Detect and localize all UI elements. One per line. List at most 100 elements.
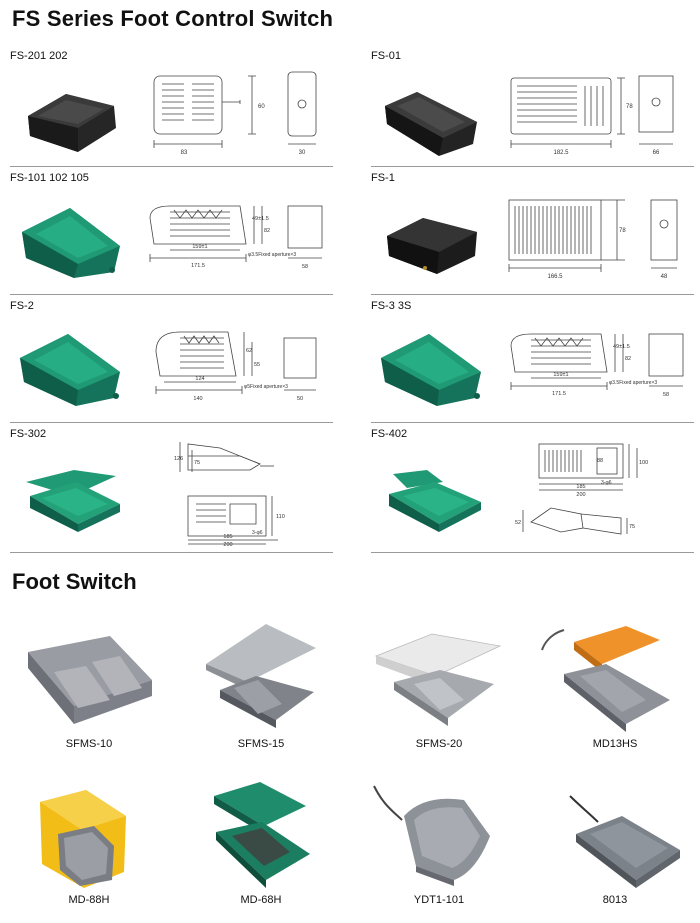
fs-item-label: FS-01 xyxy=(371,50,401,62)
section-title-foot-switch: Foot Switch xyxy=(12,569,137,594)
foot-switch-md-88h: MD-88H xyxy=(14,776,164,911)
dim-depth: 66 xyxy=(653,150,660,156)
fs-item-3: FS-101 102 105 159±1 171.5 49±1.5 82 φ3.… xyxy=(10,172,330,290)
divider xyxy=(10,552,333,553)
dim-depth: 50 xyxy=(297,396,303,402)
divider xyxy=(10,422,333,423)
product-photo-fs-402 xyxy=(389,470,481,532)
dim-hole: φ3.5Fixed aperture×3 xyxy=(609,380,657,386)
foot-switch-8013: 8013 xyxy=(540,776,690,911)
technical-drawing-fs-01: 182.5 78 66 xyxy=(510,75,674,156)
product-photo-fs-2 xyxy=(20,334,120,406)
foot-switch-name: 8013 xyxy=(602,894,628,906)
foot-switch-name: MD-88H xyxy=(68,894,110,906)
dim-width-1: 159±1 xyxy=(192,244,207,250)
technical-drawing-fs-1: 166.5 78 48 xyxy=(508,199,678,280)
dim-hole: φ5Fixed aperture×3 xyxy=(244,384,288,390)
dim-height-4: 75 xyxy=(629,524,635,530)
foot-switch-name: SFMS-10 xyxy=(65,738,113,750)
fs-item-label: FS-2 xyxy=(10,300,34,312)
fs-item-label: FS-3 3S xyxy=(371,300,412,312)
foot-switch-sfms-15: SFMS-15 xyxy=(186,620,336,755)
foot-switch-photo xyxy=(373,785,490,886)
dim-height-3: 110 xyxy=(276,514,285,520)
dim-hole: φ3.5Fixed aperture×3 xyxy=(248,252,296,258)
fs-item-7: FS-302 126 75 185 200 110 3-φ6 xyxy=(10,428,330,550)
dim-height-2: 75 xyxy=(194,460,200,466)
dim-height-2: 82 xyxy=(625,356,631,362)
dim-width-1: 159±1 xyxy=(553,372,568,378)
foot-switch-photo xyxy=(214,782,310,888)
dim-height-2: 82 xyxy=(264,228,270,234)
foot-switch-md13hs: MD13HS xyxy=(540,620,690,755)
dim-width: 182.5 xyxy=(553,150,569,156)
technical-drawing-fs-2: 124 140 62 55 φ5Fixed aperture×3 50 xyxy=(155,331,317,402)
product-photo-fs-201 xyxy=(28,94,116,152)
dim-height-1: 62 xyxy=(246,348,252,354)
dim-width-2: 200 xyxy=(223,542,232,546)
foot-switch-sfms-20: SFMS-20 xyxy=(364,620,514,755)
fs-item-4: FS-1 166.5 78 48 xyxy=(371,172,691,290)
dim-hole: 3-φ6 xyxy=(601,480,612,486)
product-photo-fs-1 xyxy=(387,218,477,274)
fs-item-5: FS-2 124 140 62 55 φ5Fixed aperture×3 50 xyxy=(10,300,330,418)
foot-switch-photo xyxy=(374,633,502,726)
foot-switch-photo xyxy=(206,624,316,728)
dim-depth: 30 xyxy=(299,150,306,156)
dim-height-3: 52 xyxy=(515,520,521,526)
product-photo-fs-3 xyxy=(381,334,481,406)
dim-height: 78 xyxy=(619,228,626,234)
dim-width-2: 171.5 xyxy=(552,391,566,397)
dim-height-2: 88 xyxy=(597,458,603,464)
foot-switch-name: YDT1-101 xyxy=(413,894,465,906)
section-title-fs-series: FS Series Foot Control Switch xyxy=(12,6,334,31)
divider xyxy=(371,166,694,167)
dim-width-1: 185 xyxy=(223,534,232,540)
fs-item-label: FS-201 202 xyxy=(10,50,68,62)
divider xyxy=(10,166,333,167)
dim-width-1: 185 xyxy=(576,484,585,490)
fs-item-label: FS-302 xyxy=(10,428,47,440)
technical-drawing-fs-201: 83 60 30 xyxy=(153,71,317,156)
fs-item-label: FS-402 xyxy=(371,428,408,440)
foot-switch-name: MD13HS xyxy=(592,738,638,750)
foot-switch-photo xyxy=(28,636,152,724)
fs-item-label: FS-1 xyxy=(371,172,395,184)
dim-height: 78 xyxy=(626,104,633,110)
dim-width-2: 200 xyxy=(576,492,585,498)
technical-drawing-fs-402: 88 100 185 200 3-φ6 52 75 xyxy=(515,443,648,535)
divider xyxy=(371,294,694,295)
divider xyxy=(371,552,694,553)
dim-width: 166.5 xyxy=(547,274,563,280)
foot-switch-photo xyxy=(541,626,670,732)
dim-height-1: 126 xyxy=(174,456,183,462)
fs-item-2: FS-01 182.5 78 66 xyxy=(371,50,691,168)
foot-switch-name: SFMS-20 xyxy=(415,738,463,750)
foot-switch-sfms-10: SFMS-10 xyxy=(14,620,164,755)
dim-height-2: 55 xyxy=(254,362,260,368)
foot-switch-photo xyxy=(40,790,126,888)
foot-switch-ydt1-101: YDT1-101 xyxy=(364,776,514,911)
fs-item-6: FS-3 3S 159±1 171.5 49±1.5 82 φ3.5Fixed … xyxy=(371,300,691,418)
divider xyxy=(10,294,333,295)
dim-width-2: 171.5 xyxy=(191,263,205,269)
dim-height-1: 49±1.5 xyxy=(613,344,630,350)
divider xyxy=(371,422,694,423)
fs-item-label: FS-101 102 105 xyxy=(10,172,89,184)
product-photo-fs-01 xyxy=(385,92,477,156)
product-photo-fs-302 xyxy=(26,470,120,532)
dim-height-1: 100 xyxy=(639,460,648,466)
foot-switch-name: SFMS-15 xyxy=(237,738,285,750)
dim-hole: 3-φ6 xyxy=(252,530,263,536)
dim-height-1: 49±1.5 xyxy=(252,216,269,222)
dim-depth: 58 xyxy=(302,264,308,270)
dim-width-2: 140 xyxy=(193,396,202,402)
dim-width: 83 xyxy=(181,150,188,156)
technical-drawing-fs-101: 159±1 171.5 49±1.5 82 φ3.5Fixed aperture… xyxy=(149,205,323,270)
technical-drawing-fs-302: 126 75 185 200 110 3-φ6 xyxy=(174,442,285,546)
technical-drawing-fs-3: 159±1 171.5 49±1.5 82 φ3.5Fixed aperture… xyxy=(510,333,684,398)
fs-item-1: FS-201 202 83 60 30 xyxy=(10,50,330,168)
product-photo-fs-101 xyxy=(22,208,120,278)
dim-width-1: 124 xyxy=(195,376,204,382)
dim-depth: 58 xyxy=(663,392,669,398)
